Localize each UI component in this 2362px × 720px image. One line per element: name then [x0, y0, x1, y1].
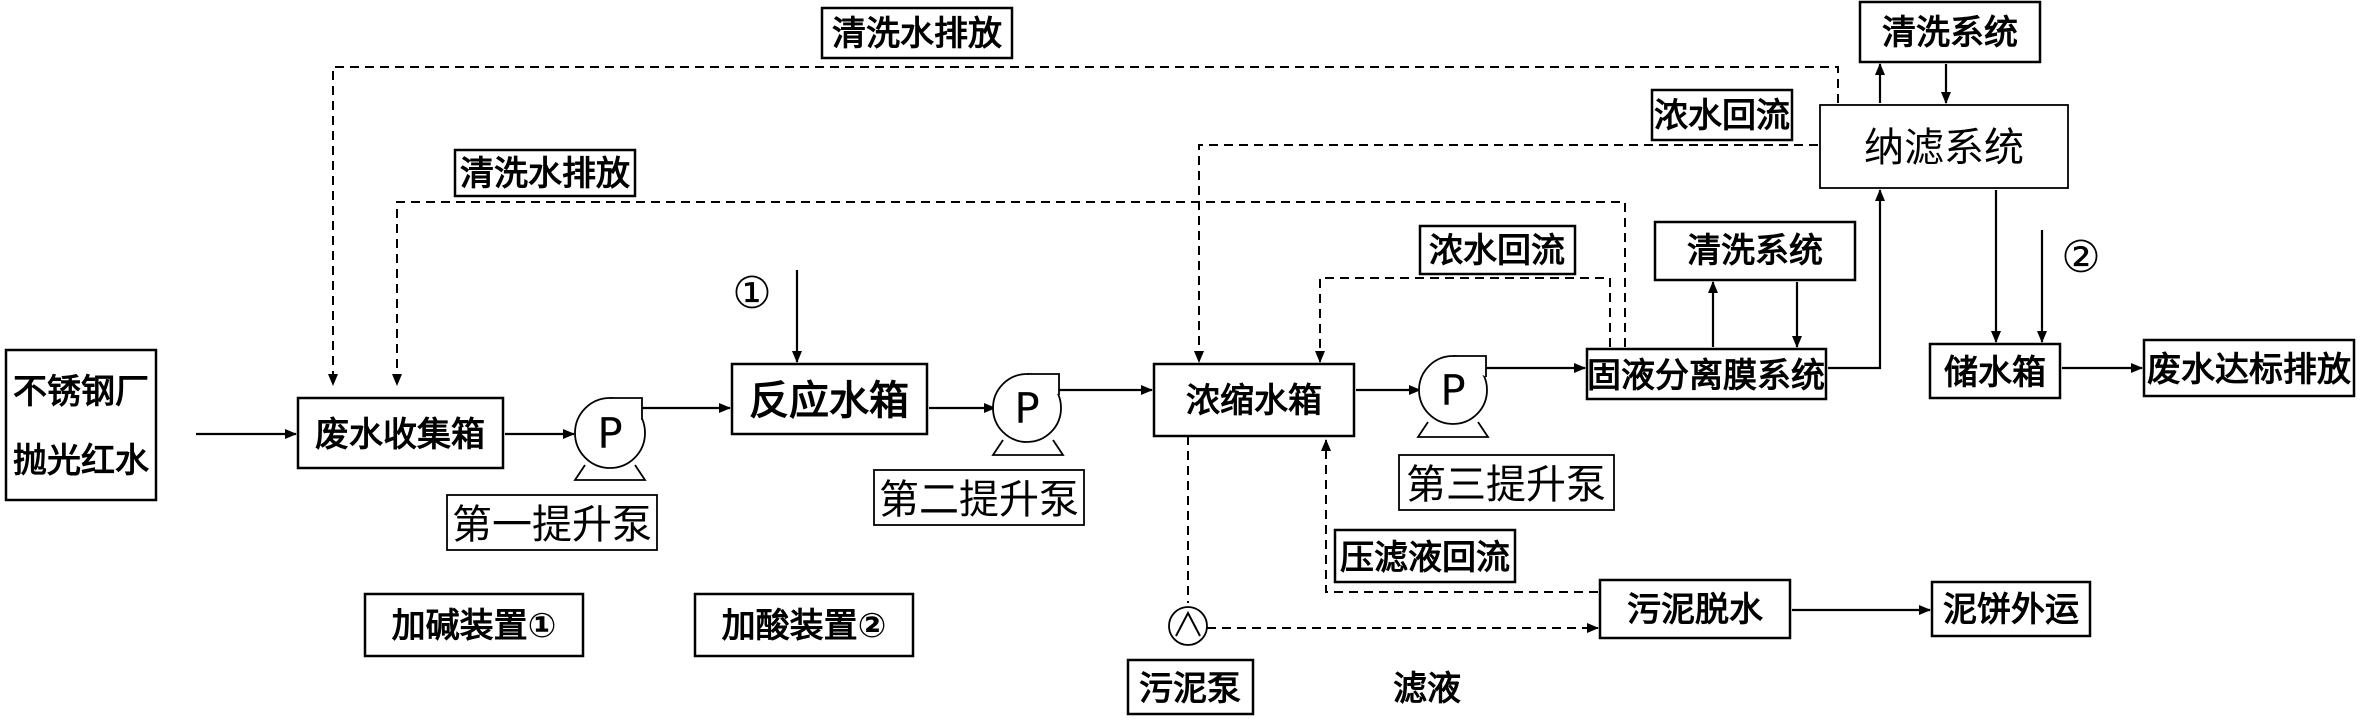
nanofiltration-box: 纳滤系统	[1819, 104, 2069, 189]
filtrate-label: 滤液	[1393, 669, 1461, 709]
sludge-dewatering-box: 污泥脱水	[1598, 578, 1792, 640]
pump3-label-tag: 第三提升泵	[1398, 454, 1615, 511]
pump3-symbol: P	[1440, 366, 1465, 415]
concentrate-return-nf-line	[1194, 144, 1818, 363]
alkali-dosing-box: 加碱装置①	[363, 592, 585, 658]
discharge-box: 废水达标排放	[2142, 338, 2356, 398]
source-label-line1: 不锈钢厂	[13, 372, 149, 412]
concentration-tank-label: 浓缩水箱	[1186, 381, 1322, 421]
pump1-label-tag: 第一提升泵	[446, 494, 658, 551]
reaction-tank-label: 反应水箱	[749, 378, 909, 424]
acid-dosing-label: 加酸装置②	[722, 606, 887, 646]
concentrate-return-mem-label: 浓水回流	[1429, 231, 1565, 271]
pump2-symbol: P	[1014, 384, 1039, 433]
pump1-icon: P	[573, 397, 647, 481]
discharge-label: 废水达标排放	[2147, 350, 2351, 390]
collection-tank-label: 废水收集箱	[315, 415, 485, 455]
filtrate-return-label: 压滤液回流	[1340, 538, 1510, 578]
sludge-pump-label: 污泥泵	[1139, 669, 1241, 709]
cleaning-system-top-label: 清洗系统	[1882, 13, 2018, 53]
concentrate-return-mem-line	[1315, 277, 1611, 363]
membrane-system-label: 固液分离膜系统	[1587, 356, 1825, 396]
filtrate-return-tag: 压滤液回流	[1333, 528, 1517, 584]
alkali-dosing-marker: ①	[732, 268, 771, 319]
pump1-label: 第一提升泵	[452, 502, 652, 548]
concentrate-return-nf-label: 浓水回流	[1654, 96, 1790, 136]
acid-dosing-marker: ②	[2061, 232, 2100, 283]
concentrate-return-mem-tag: 浓水回流	[1418, 224, 1577, 276]
alkali-dosing-label: 加碱装置①	[392, 606, 557, 646]
source-box: 不锈钢厂 抛光红水	[4, 348, 158, 502]
pump3-label: 第三提升泵	[1406, 462, 1606, 508]
storage-tank-label: 储水箱	[1944, 353, 2046, 393]
wash-discharge-top-label: 清洗水排放	[832, 14, 1002, 54]
reaction-tank-box: 反应水箱	[730, 362, 929, 436]
wash-discharge-top-line	[328, 66, 1839, 386]
concentration-tank-box: 浓缩水箱	[1152, 362, 1356, 438]
pump2-label: 第二提升泵	[879, 477, 1079, 523]
cake-transport-box: 泥饼外运	[1930, 580, 2092, 638]
pump3-icon: P	[1416, 355, 1490, 438]
wash-discharge-mid-label: 清洗水排放	[460, 154, 630, 194]
membrane-to-nanofiltration-arrow	[1828, 189, 1885, 370]
sludge-dewatering-label: 污泥脱水	[1627, 590, 1764, 630]
cleaning-system-membrane-box: 清洗系统	[1653, 220, 1857, 282]
sludge-pump-icon	[1168, 606, 1208, 646]
filtrate-return-line	[1321, 439, 1598, 593]
source-label-line2: 抛光红水	[13, 441, 150, 481]
sludge-pump-label-tag: 污泥泵	[1126, 658, 1255, 716]
wash-discharge-mid-tag: 清洗水排放	[453, 148, 637, 198]
cleaning-system-membrane-label: 清洗系统	[1687, 231, 1823, 271]
wash-discharge-top-tag: 清洗水排放	[820, 6, 1014, 60]
pump2-label-tag: 第二提升泵	[873, 469, 1085, 526]
membrane-system-box: 固液分离膜系统	[1585, 347, 1828, 401]
collection-tank-box: 废水收集箱	[296, 396, 505, 470]
nanofiltration-label: 纳滤系统	[1864, 125, 2024, 171]
storage-tank-box: 储水箱	[1928, 342, 2062, 400]
acid-dosing-box: 加酸装置②	[693, 592, 915, 658]
pump1-symbol: P	[597, 409, 622, 458]
cleaning-system-top-box: 清洗系统	[1858, 0, 2042, 64]
cake-transport-label: 泥饼外运	[1943, 590, 2079, 630]
concentrate-return-nf-tag: 浓水回流	[1650, 88, 1794, 142]
pump2-icon: P	[991, 373, 1065, 456]
wash-discharge-mid-line	[392, 201, 1626, 386]
